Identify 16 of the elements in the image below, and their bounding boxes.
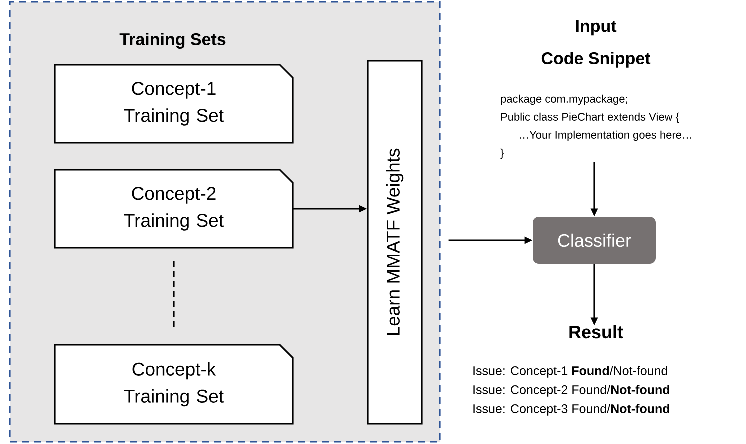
document-box: Concept-2 Training Set — [54, 169, 294, 249]
document-box: Concept-k Training Set — [54, 344, 294, 425]
result-line: Issue: Concept-2 Found/Not-found — [474, 385, 670, 397]
code-line: package com.mypackage; — [501, 94, 628, 106]
classifier-box: Classifier — [533, 217, 656, 264]
result-line: Issue: Concept-1 Found/Not-found — [474, 366, 668, 378]
code-line: } — [500, 148, 504, 160]
code-line: Public class PieChart extends View { — [501, 112, 680, 124]
process-box: Learn MMATF Weights — [367, 60, 423, 425]
document-box: Concept-1 Training Set — [54, 64, 294, 144]
code-line: …Your Implementation goes here… — [520, 130, 692, 142]
input-heading: Input — [576, 20, 617, 36]
result-line: Issue: Concept-3 Found/Not-found — [474, 404, 670, 416]
result-heading: Result — [570, 325, 624, 339]
panel-heading: Training Sets — [120, 33, 226, 49]
input-heading: Code Snippet — [542, 52, 651, 68]
